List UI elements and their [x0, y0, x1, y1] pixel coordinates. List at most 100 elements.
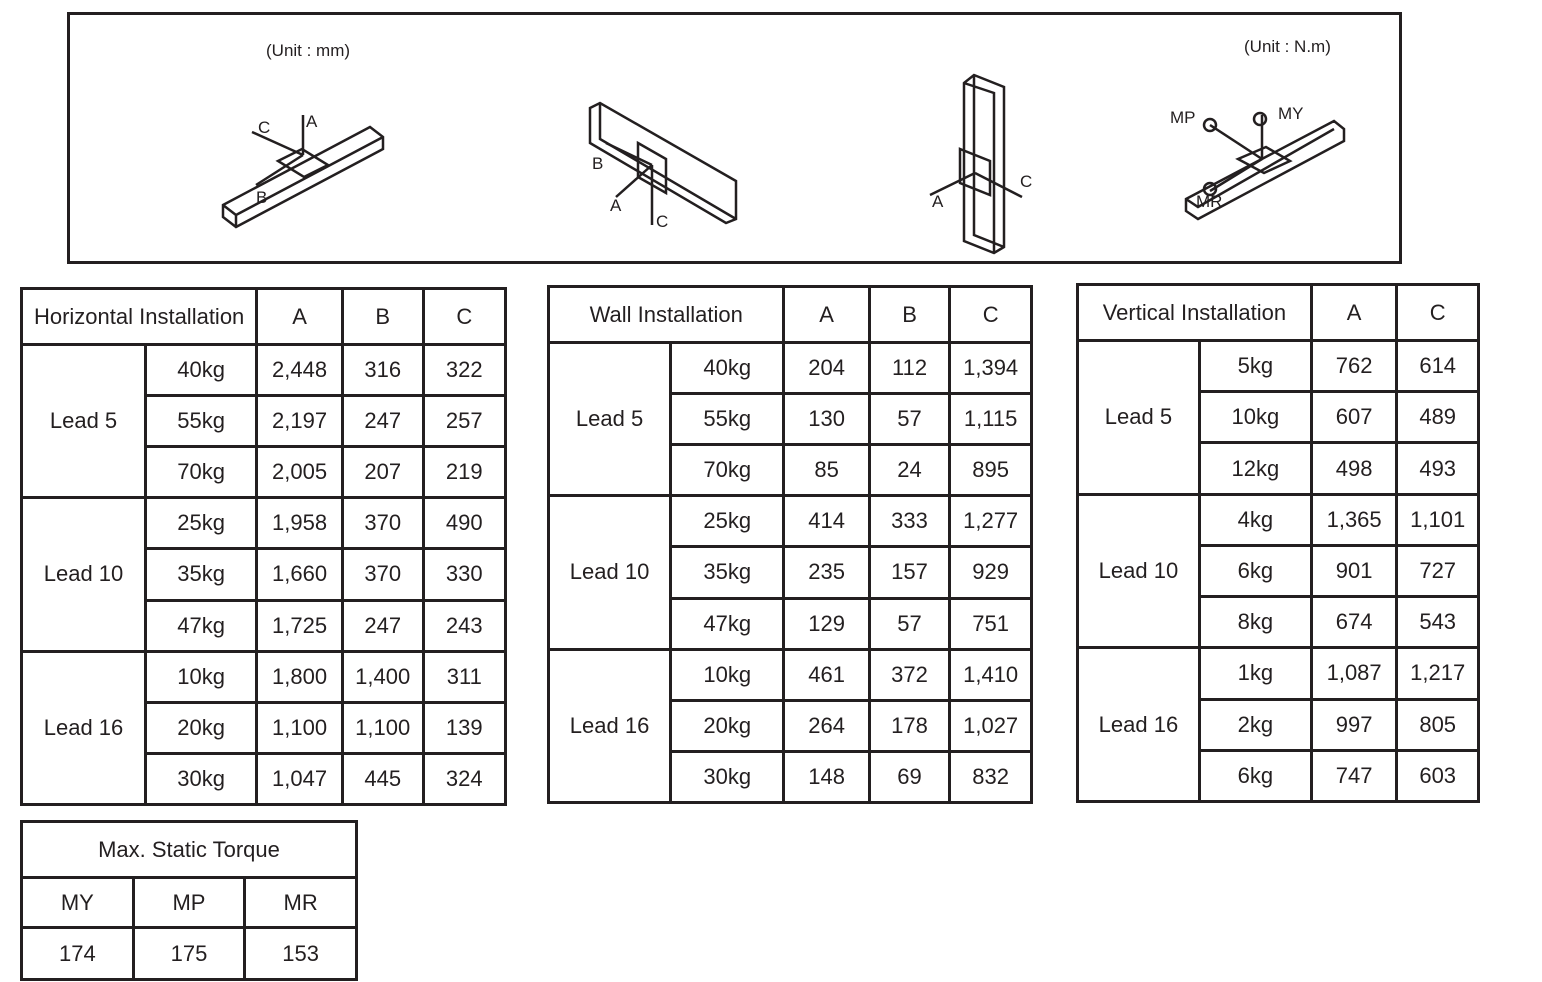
svg-text:MR: MR [1196, 192, 1222, 211]
value-cell: 69 [867, 749, 952, 804]
value-cell: 178 [867, 698, 952, 753]
svg-text:B: B [592, 154, 603, 173]
value-cell: 311 [421, 649, 508, 704]
load-cell: 40kg [669, 340, 786, 396]
value-cell: 247 [340, 598, 425, 653]
load-cell: 10kg [669, 647, 786, 702]
value-cell: 1,400 [340, 649, 425, 704]
lead-label: Lead 16 [546, 647, 673, 804]
value-cell: 1,410 [948, 647, 1033, 702]
torque-diagram-icon: MP MY MR [1170, 104, 1346, 221]
load-cell: 20kg [144, 700, 259, 755]
load-cell: 25kg [144, 496, 259, 551]
column-header: A [1309, 283, 1399, 342]
load-cell: 6kg [1197, 748, 1313, 803]
value-cell: 316 [340, 342, 425, 398]
load-cell: 5kg [1197, 338, 1313, 394]
column-header: MY [20, 876, 135, 929]
value-cell: 1,725 [255, 598, 344, 653]
load-cell: 25kg [669, 494, 786, 549]
column-header: A [255, 287, 344, 346]
lead-label: Lead 5 [19, 342, 148, 500]
lead-label: Lead 5 [546, 340, 673, 498]
value-cell: 674 [1309, 595, 1399, 650]
value-cell: 498 [1309, 441, 1399, 496]
load-cell: 10kg [144, 649, 259, 704]
lead-label: Lead 10 [1076, 492, 1201, 650]
value-cell: 157 [867, 545, 952, 600]
column-header: A [782, 285, 871, 344]
value-cell: 1,800 [255, 649, 344, 704]
value-cell: 414 [782, 494, 871, 549]
lead-label: Lead 5 [1076, 339, 1201, 496]
svg-text:C: C [1020, 172, 1032, 191]
value-cell: 1,660 [255, 547, 344, 602]
table-title: Wall Installation [546, 285, 786, 344]
value-cell: 1,365 [1309, 492, 1399, 547]
load-cell: 35kg [669, 545, 786, 600]
value-cell: 461 [782, 647, 871, 702]
value-cell: 207 [340, 445, 425, 500]
load-cell: 30kg [669, 749, 786, 804]
value-cell: 1,217 [1395, 646, 1480, 701]
value-cell: 1,047 [255, 751, 344, 806]
table-title: Horizontal Installation [19, 287, 259, 346]
unit-label-nm: (Unit : N.m) [1244, 37, 1331, 56]
load-cell: 10kg [1197, 390, 1313, 445]
value-cell: 85 [782, 443, 871, 498]
svg-text:C: C [258, 118, 270, 137]
column-header: C [421, 287, 508, 346]
value-cell: 219 [421, 445, 508, 500]
load-cell: 55kg [669, 392, 786, 447]
column-header: MR [243, 876, 358, 929]
value-cell: 490 [421, 496, 508, 551]
load-cell: 30kg [144, 751, 259, 806]
lead-label: Lead 16 [1076, 646, 1201, 803]
load-cell: 47kg [144, 598, 259, 653]
value-cell: 1,958 [255, 496, 344, 551]
value-cell: 751 [948, 596, 1033, 651]
value-cell: 175 [131, 926, 247, 981]
column-header: MP [131, 876, 247, 929]
value-cell: 372 [867, 647, 952, 702]
load-cell: 70kg [144, 445, 259, 500]
value-cell: 174 [20, 926, 135, 981]
load-cell: 40kg [144, 342, 259, 398]
torque-title: Max. Static Torque [20, 820, 358, 879]
value-cell: 324 [421, 751, 508, 806]
value-cell: 2,448 [255, 342, 344, 398]
svg-text:C: C [656, 212, 668, 231]
value-cell: 1,087 [1309, 646, 1399, 701]
value-cell: 747 [1309, 748, 1399, 803]
value-cell: 370 [340, 496, 425, 551]
unit-label-mm: (Unit : mm) [266, 41, 351, 60]
load-cell: 4kg [1197, 492, 1313, 547]
value-cell: 264 [782, 698, 871, 753]
value-cell: 1,101 [1395, 492, 1480, 547]
value-cell: 603 [1395, 748, 1480, 803]
value-cell: 112 [867, 340, 952, 396]
value-cell: 1,027 [948, 698, 1033, 753]
